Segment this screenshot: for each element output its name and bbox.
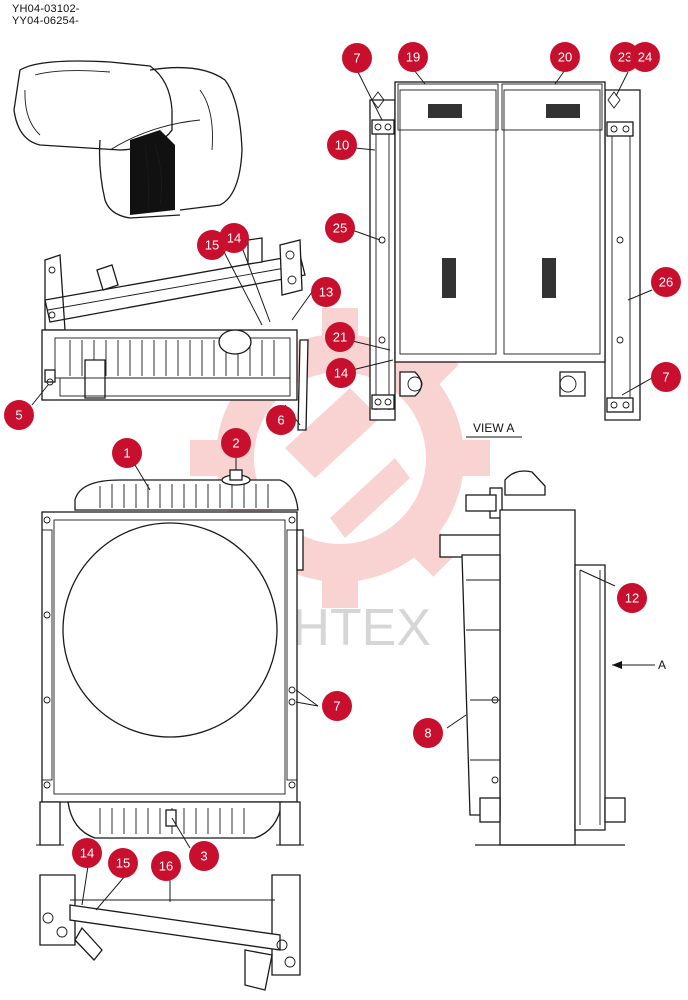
radiator-side — [439, 470, 626, 846]
callout-12: 12 — [617, 583, 647, 613]
svg-text:14: 14 — [334, 366, 348, 381]
callout-15-upper: 15 — [197, 230, 227, 260]
callout-2: 2 — [221, 428, 251, 458]
front-view-a — [369, 81, 641, 421]
callout-20: 20 — [550, 42, 580, 72]
callout-25: 25 — [325, 213, 355, 243]
callout-14-lower: 14 — [72, 838, 102, 868]
callout-24: 24 — [630, 42, 660, 72]
part-code-1: YH04-03102- — [12, 3, 80, 15]
svg-text:8: 8 — [424, 726, 431, 741]
svg-text:26: 26 — [659, 275, 673, 290]
callout-7-mid: 7 — [322, 691, 352, 721]
svg-text:7: 7 — [662, 370, 669, 385]
svg-text:15: 15 — [116, 856, 130, 871]
leader-lines — [31, 69, 653, 911]
svg-text:16: 16 — [159, 859, 173, 874]
svg-text:25: 25 — [333, 221, 347, 236]
svg-text:13: 13 — [319, 285, 333, 300]
view-a-arrowhead — [612, 661, 622, 669]
callout-7-top: 7 — [342, 43, 372, 73]
callout-8: 8 — [413, 718, 443, 748]
svg-text:23: 23 — [618, 50, 632, 65]
callout-14-view-a: 14 — [326, 358, 356, 388]
bottom-detail — [39, 874, 301, 991]
callout-21: 21 — [325, 322, 355, 352]
callout-1: 1 — [112, 438, 142, 468]
callout-3: 3 — [189, 841, 219, 871]
svg-text:10: 10 — [335, 138, 349, 153]
svg-text:14: 14 — [227, 231, 241, 246]
svg-text:21: 21 — [333, 330, 347, 345]
radiator-front — [36, 469, 304, 846]
svg-text:3: 3 — [200, 849, 207, 864]
svg-text:7: 7 — [333, 699, 340, 714]
callout-26: 26 — [651, 267, 681, 297]
svg-text:20: 20 — [558, 50, 572, 65]
callout-5: 5 — [4, 400, 34, 430]
svg-text:15: 15 — [205, 238, 219, 253]
part-code-2: YY04-06254- — [12, 15, 80, 27]
callout-16: 16 — [151, 851, 181, 881]
callout-10: 10 — [327, 130, 357, 160]
svg-text:2: 2 — [232, 436, 239, 451]
svg-text:12: 12 — [625, 591, 639, 606]
svg-text:24: 24 — [638, 50, 652, 65]
callout-19: 19 — [398, 42, 428, 72]
svg-text:14: 14 — [80, 846, 94, 861]
machine-sketch — [13, 60, 243, 219]
view-a-arrow-label: A — [658, 658, 666, 672]
side-assembly — [41, 237, 309, 431]
callout-7-right: 7 — [651, 362, 681, 392]
svg-text:6: 6 — [277, 413, 284, 428]
svg-text:7: 7 — [353, 51, 360, 66]
svg-text:1: 1 — [123, 446, 130, 461]
svg-text:5: 5 — [15, 408, 22, 423]
view-a-title: VIEW A — [473, 421, 514, 435]
callout-6: 6 — [266, 405, 296, 435]
callout-13: 13 — [311, 277, 341, 307]
callout-15-lower: 15 — [108, 848, 138, 878]
svg-text:19: 19 — [406, 50, 420, 65]
